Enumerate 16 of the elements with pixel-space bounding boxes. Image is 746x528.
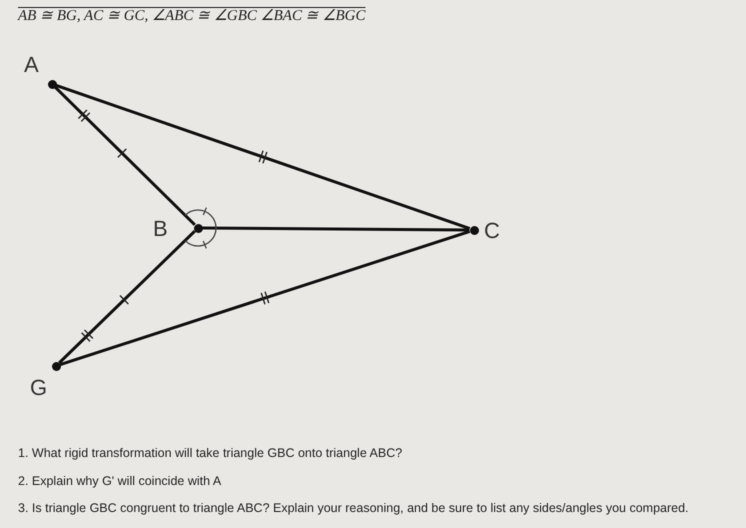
vertex-label: B bbox=[153, 216, 168, 242]
point-dot bbox=[48, 80, 56, 88]
vertex-label: C bbox=[484, 218, 500, 244]
vertex-label: G bbox=[30, 375, 48, 401]
question-text: 2. Explain why G' will coincide with A bbox=[18, 474, 222, 488]
question-text: 3. Is triangle GBC congruent to triangle ABC? Explain your reasoning, and be sure to list any sides/angles you compared. bbox=[18, 501, 689, 515]
question-text: 1. What rigid transformation will take triangle GBC onto triangle ABC? bbox=[18, 446, 402, 460]
point-dot bbox=[52, 362, 60, 370]
line-segment bbox=[60, 230, 470, 366]
line-segment bbox=[58, 230, 196, 364]
congruence-statement: AB ≅ BG, AC ≅ GC, ∠ABC ≅ ∠GBC ∠BAC ≅ ∠BGC bbox=[18, 7, 366, 25]
line-segment bbox=[54, 86, 196, 226]
line-segment bbox=[202, 226, 470, 232]
point-dot bbox=[470, 226, 478, 234]
vertex-label: A bbox=[24, 52, 39, 78]
line-segment bbox=[56, 84, 470, 230]
